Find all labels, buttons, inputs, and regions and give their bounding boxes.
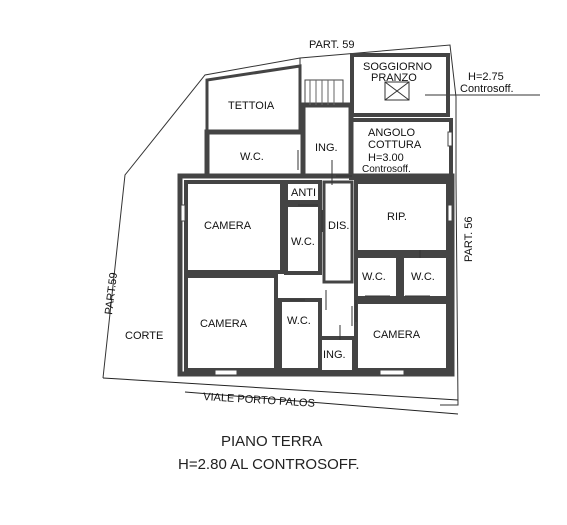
wc-low-walls: [278, 298, 322, 372]
label-controsoff-cottura: Controsoff.: [362, 164, 411, 175]
label-camera-3: CAMERA: [373, 329, 421, 341]
floor-title: PIANO TERRA: [221, 433, 322, 450]
label-ing-low: ING.: [323, 349, 346, 361]
floor-height: H=2.80 AL CONTROSOFF.: [178, 456, 360, 473]
street-line-bottom: [184, 391, 459, 415]
label-soggiorno: SOGGIORNO: [363, 61, 433, 73]
wc-r2-walls: [400, 254, 450, 300]
wc-r1-walls: [354, 254, 400, 300]
label-ing-top: ING.: [315, 142, 338, 154]
label-angolo: ANGOLO: [368, 127, 416, 139]
stair-block: [304, 79, 344, 106]
ing-top-walls: [300, 102, 354, 179]
label-rip: RIP.: [387, 211, 407, 223]
label-h275: H=2.75: [468, 71, 504, 83]
label-part56: PART. 56: [463, 217, 475, 262]
street-line-top: [102, 377, 459, 401]
label-anti: ANTI: [291, 187, 316, 199]
dis-walls: [322, 180, 354, 284]
label-dis: DIS.: [328, 220, 349, 232]
label-h300: H=3.00: [368, 152, 404, 164]
label-tettoia: TETTOIA: [228, 100, 275, 112]
soggiorno-walls: [350, 53, 450, 117]
anti-walls: [284, 180, 322, 204]
label-wc-low: W.C.: [287, 315, 311, 327]
label-part59-top: PART. 59: [309, 39, 354, 51]
label-pranzo: PRANZO: [371, 72, 417, 84]
label-wc-mid: W.C.: [291, 236, 315, 248]
label-wc-top: W.C.: [240, 151, 264, 163]
label-corte: CORTE: [125, 330, 163, 342]
lot-boundary: [102, 44, 459, 406]
label-wc-r1: W.C.: [362, 271, 386, 283]
label-part59-left: PART.59: [103, 272, 120, 316]
soggiorno-fixture: [384, 81, 410, 101]
label-wc-r2: W.C.: [411, 271, 435, 283]
camera-1-walls: [184, 180, 284, 274]
label-street: VIALE PORTO PALOS: [203, 391, 315, 410]
label-camera-2: CAMERA: [200, 318, 248, 330]
tettoia-outline: [205, 64, 302, 132]
label-camera-1: CAMERA: [204, 220, 252, 232]
label-controsoff-right: Controsoff.: [460, 83, 514, 95]
label-cottura: COTTURA: [368, 139, 422, 151]
main-house-outer: [177, 173, 455, 377]
